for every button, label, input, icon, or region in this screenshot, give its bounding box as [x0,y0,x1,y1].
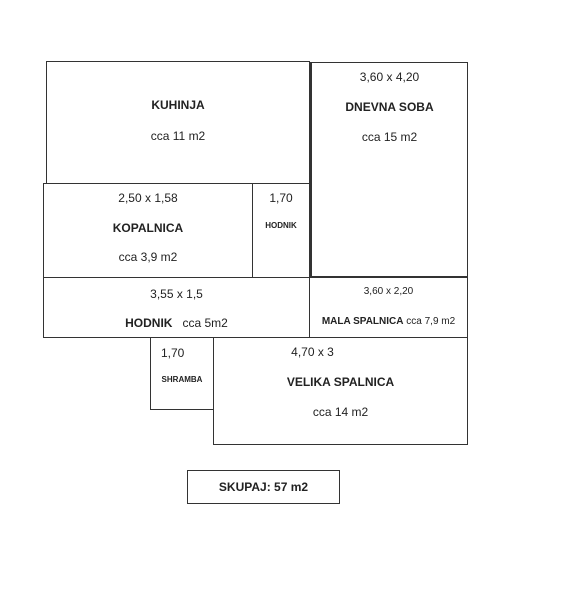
room-hodnik: 3,55 x 1,5 HODNIK cca 5m2 [43,277,310,338]
room-shramba-dimensions: 1,70 [161,346,185,360]
room-kuhinja-name: KUHINJA [151,98,205,112]
room-mala-spalnica-dimensions: 3,60 x 2,20 [363,286,414,297]
room-mala-spalnica: 3,60 x 2,20 MALA SPALNICA cca 7,9 m2 [309,277,468,338]
room-kopalnica-name: KOPALNICA [112,221,184,235]
room-mala-spalnica-area: cca 7,9 m2 [406,316,456,327]
room-velika-spalnica: 4,70 x 3 VELIKA SPALNICA cca 14 m2 [213,337,468,445]
total-area-label: SKUPAJ: 57 m2 [218,480,309,494]
room-velika-spalnica-dimensions: 4,70 x 3 [291,345,334,359]
room-mala-spalnica-label: MALA SPALNICA cca 7,9 m2 [310,316,467,327]
room-hodnik-dimensions: 3,55 x 1,5 [150,287,203,301]
room-shramba-name: SHRAMBA [161,375,203,384]
room-kopalnica-dimensions: 2,50 x 1,58 [118,191,178,205]
room-hodnik-small: 1,70 HODNIK [252,183,310,278]
room-hodnik-small-dimensions: 1,70 [269,191,293,205]
room-hodnik-small-name: HODNIK [265,221,297,230]
room-kuhinja: KUHINJA cca 11 m2 [46,61,310,184]
room-kopalnica: 2,50 x 1,58 KOPALNICA cca 3,9 m2 [43,183,253,278]
room-dnevna-soba: 3,60 x 4,20 DNEVNA SOBA cca 15 m2 [310,62,468,278]
room-velika-spalnica-name: VELIKA SPALNICA [286,375,395,389]
room-dnevna-soba-dimensions: 3,60 x 4,20 [359,70,420,84]
room-dnevna-soba-area: cca 15 m2 [361,130,418,144]
room-velika-spalnica-area: cca 14 m2 [312,405,369,419]
room-dnevna-soba-name: DNEVNA SOBA [345,100,434,114]
room-hodnik-name: HODNIK [125,316,173,330]
room-hodnik-label: HODNIK cca 5m2 [44,316,309,330]
room-shramba: 1,70 SHRAMBA [150,337,214,410]
room-hodnik-area: cca 5m2 [182,316,228,330]
total-area-box: SKUPAJ: 57 m2 [187,470,340,504]
room-kopalnica-area: cca 3,9 m2 [118,250,178,264]
room-kuhinja-area: cca 11 m2 [150,129,206,143]
room-mala-spalnica-name: MALA SPALNICA [321,316,404,327]
